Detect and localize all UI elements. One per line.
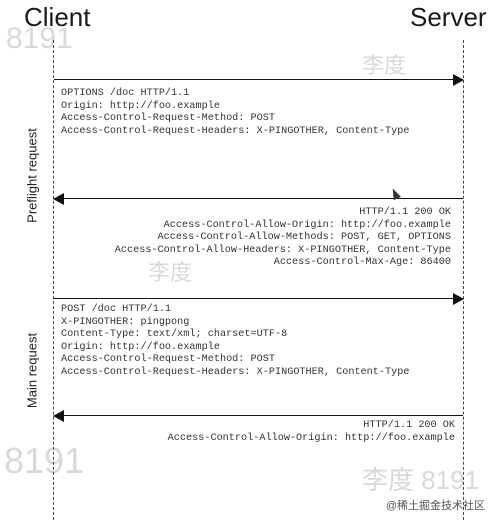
preflight-request-arrow	[54, 74, 464, 86]
main-response-arrow	[53, 410, 463, 422]
preflight-response-arrow	[53, 193, 463, 205]
main-request-text: POST /doc HTTP/1.1 X-PINGOTHER: pingpong…	[61, 304, 410, 378]
server-lifeline	[463, 40, 464, 520]
footer-credit: @稀土掘金技术社区	[385, 500, 485, 512]
watermark-name: 李度	[148, 260, 193, 285]
arrow-head-icon	[453, 74, 464, 86]
arrow-head-icon	[53, 410, 64, 422]
watermark-number: 8191	[6, 22, 73, 55]
preflight-request-text: OPTIONS /doc HTTP/1.1 Origin: http://foo…	[61, 88, 410, 137]
main-request-label: Main request	[24, 332, 40, 409]
watermark-name: 李度	[362, 53, 407, 78]
watermark-number: 8191	[4, 440, 85, 481]
preflight-response-text: HTTP/1.1 200 OK Access-Control-Allow-Ori…	[114, 207, 451, 269]
main-request-arrow	[54, 293, 464, 305]
client-lifeline	[53, 40, 54, 520]
arrow-head-icon	[53, 193, 64, 205]
arrow-head-icon	[453, 293, 464, 305]
watermark-name-number: 李度 8191	[362, 465, 480, 495]
main-response-text: HTTP/1.1 200 OK Access-Control-Allow-Ori…	[167, 420, 455, 444]
client-title: Client	[24, 2, 91, 32]
server-title: Server	[410, 2, 487, 32]
preflight-request-label: Preflight request	[24, 128, 40, 223]
